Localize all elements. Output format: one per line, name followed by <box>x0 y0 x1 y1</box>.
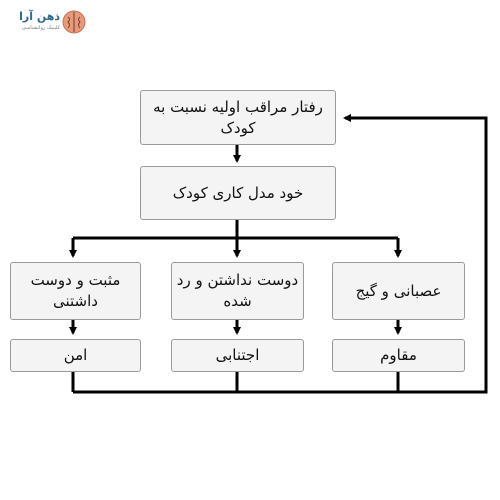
caregiver-behavior-box: رفتار مراقب اولیه نسبت به کودک <box>140 90 336 145</box>
branch-label-1: مثبت و دوست داشتنی <box>30 271 121 310</box>
branch-label-3: عصبانی و گیج <box>355 281 442 300</box>
attachment-label-2: اجتنابی <box>215 346 260 364</box>
clinic-logo: ذهن آرا کلینیک روانشناسی <box>8 8 88 36</box>
attachment-label-1: امن <box>63 346 88 364</box>
branch-box-3: عصبانی و گیج <box>332 262 465 320</box>
attachment-box-3: مقاوم <box>332 339 465 372</box>
feedback-loop <box>73 114 488 394</box>
brain-icon <box>62 10 86 34</box>
attachment-label-3: مقاوم <box>380 346 417 364</box>
branch-box-1: مثبت و دوست داشتنی <box>10 262 141 320</box>
caregiver-behavior-label: رفتار مراقب اولیه نسبت به کودک <box>153 97 323 137</box>
branch-box-2: دوست نداشتن و رد شده <box>171 262 304 320</box>
attachment-box-2: اجتنابی <box>171 339 304 372</box>
branch-label-2: دوست نداشتن و رد شده <box>176 271 299 310</box>
logo-subtitle: کلینیک روانشناسی <box>21 25 60 31</box>
working-model-box: خود مدل کاری کودک <box>140 166 336 220</box>
working-model-label: خود مدل کاری کودک <box>172 183 304 202</box>
logo-name: ذهن آرا <box>19 10 60 23</box>
attachment-box-1: امن <box>10 339 141 372</box>
